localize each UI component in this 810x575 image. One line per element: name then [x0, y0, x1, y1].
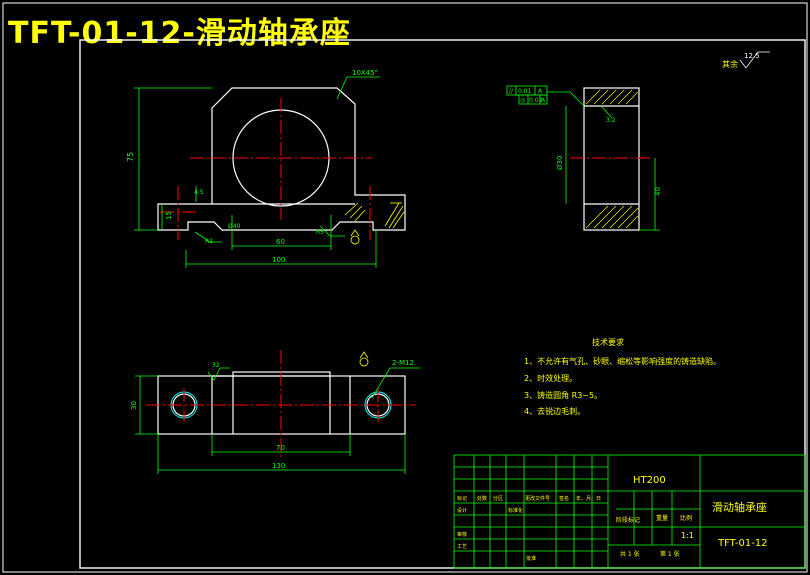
front-dimensions: [134, 76, 380, 268]
top-roughness-symbol: [359, 351, 369, 367]
roughness-note-label: 其余: [722, 59, 738, 69]
top-dim-130: 130: [272, 462, 285, 470]
tb-design-label: 设计: [457, 507, 467, 514]
top-centerlines: [146, 350, 416, 460]
tb-weight-label: 重量: [656, 514, 668, 522]
tech-item-1: 1、不允许有气孔、砂眼、缩松等影响强度的铸造缺陷。: [524, 356, 721, 366]
tb-process-label: 工艺: [457, 544, 467, 550]
front-dim-15: 15: [165, 211, 173, 220]
top-dimensions: [135, 367, 420, 474]
side-tol-datum: A: [538, 88, 543, 95]
drawing-title: TFT-01-12-滑动轴承座: [8, 16, 351, 51]
roughness-note-value: 12.5: [744, 52, 760, 60]
top-hole-label: 2-M12: [392, 359, 414, 367]
front-dim-r2: R2: [205, 238, 213, 245]
tb-row-count: 处数: [477, 495, 487, 502]
side-tol-symbol: //: [509, 88, 514, 95]
side-dimensions: [506, 85, 660, 231]
tech-item-4: 4、去锐边毛刺。: [524, 406, 585, 416]
tb-sheet-no: 第 1 张: [660, 550, 680, 558]
side-dim-dia: Ø30: [556, 156, 564, 170]
front-view-outline: [157, 87, 406, 231]
tech-heading: 技术要求: [592, 337, 624, 347]
top-dim-70: 70: [276, 444, 285, 452]
tb-scale-label: 比例: [680, 514, 692, 522]
front-centerlines: [160, 98, 372, 240]
tb-row-zone: 分区: [493, 495, 503, 502]
side-hatch: [585, 89, 639, 229]
tb-drawing-no: TFT-01-12: [717, 538, 768, 549]
tb-row-sign: 签名: [559, 495, 569, 502]
top-dim-30: 30: [130, 401, 138, 410]
tb-stage-label: 阶段标记: [616, 516, 640, 524]
tb-material: HT200: [633, 475, 666, 486]
side-view: [583, 87, 640, 231]
tb-sheet-total: 共 1 张: [620, 550, 640, 558]
side-dim-width: 40: [654, 187, 662, 196]
side-roughness: 3.2: [606, 117, 616, 124]
inner-frame: [79, 39, 806, 569]
tech-item-2: 2、时效处理。: [524, 373, 577, 383]
front-dim-r5: R5: [316, 229, 324, 236]
front-dim-small-hole: 4.5: [194, 189, 204, 196]
front-dim-60: 60: [276, 238, 285, 246]
side-tol2-value: 0.02: [529, 97, 543, 104]
tech-item-3: 3、铸造圆角 R3~5。: [524, 390, 602, 400]
tb-review-label: 审核: [457, 531, 467, 538]
tb-part-name: 滑动轴承座: [712, 500, 767, 514]
front-dim-75: 75: [126, 152, 135, 162]
tb-row-mark: 标记: [457, 495, 467, 502]
side-tol-value: 0.01: [518, 88, 532, 95]
front-roughness-symbol: [350, 229, 360, 245]
tb-row-doc: 更改文件号: [525, 495, 550, 502]
tb-scale: 1:1: [681, 531, 694, 540]
tb-row-date: 年、月、日: [576, 495, 601, 502]
side-tol2-symbol: ◎: [520, 97, 525, 104]
top-roughness: 32: [212, 362, 220, 369]
tb-standard-label: 标准化: [508, 507, 523, 514]
title-block-grid: [453, 454, 806, 569]
tb-approve-label: 批准: [526, 555, 536, 562]
front-hatch: [344, 202, 405, 229]
side-tol2-datum: A: [541, 97, 546, 104]
roughness-note-symbol: [739, 51, 770, 69]
front-chamfer-label: 10X45°: [352, 69, 378, 77]
front-dim-bore: Ø40: [228, 223, 241, 230]
front-dim-100: 100: [272, 256, 285, 264]
side-view-outline: [583, 87, 640, 231]
